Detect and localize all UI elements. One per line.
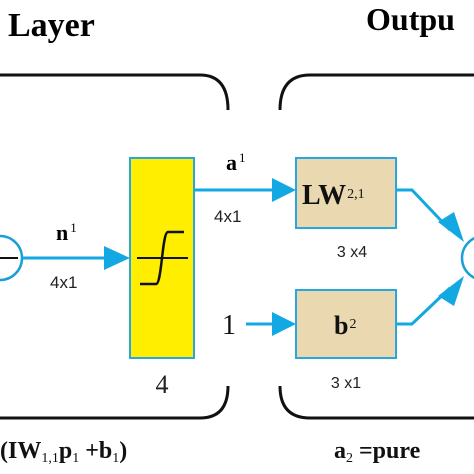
- n-arrow-head: [104, 246, 130, 270]
- a-dimensions: 4x1: [214, 207, 241, 226]
- output-heading: Outpu: [366, 1, 455, 37]
- bias-arrow-head: [272, 312, 296, 336]
- layer-heading: Layer: [8, 7, 95, 44]
- summing-junction-right: [460, 237, 474, 279]
- output-bracket-bottom: [278, 385, 474, 420]
- layer-bracket-top: [0, 73, 230, 111]
- bias-input-value: 1: [222, 310, 236, 341]
- weight-label: LW2,1: [302, 180, 365, 211]
- layer1-equation: (IW1,1p1 +b1): [0, 438, 127, 466]
- layer-bracket-bottom: [0, 385, 230, 420]
- n-dimensions: 4x1: [50, 273, 77, 292]
- output-bracket-top: [278, 73, 474, 111]
- a-arrow-head: [272, 178, 296, 202]
- bias-output-arrow-head: [438, 276, 464, 306]
- layer2-equation: a2 =pure: [334, 438, 421, 466]
- weight-dimensions: 3 x4: [337, 244, 367, 261]
- transfer-block-size: 4: [156, 370, 169, 399]
- weight-output-line: [396, 188, 452, 232]
- bias-dimensions: 3 x1: [331, 375, 361, 392]
- bias-label: b2: [334, 311, 356, 340]
- bias-output-line: [396, 286, 452, 326]
- weight-block: [295, 157, 397, 229]
- weight-output-arrow-head: [438, 212, 464, 242]
